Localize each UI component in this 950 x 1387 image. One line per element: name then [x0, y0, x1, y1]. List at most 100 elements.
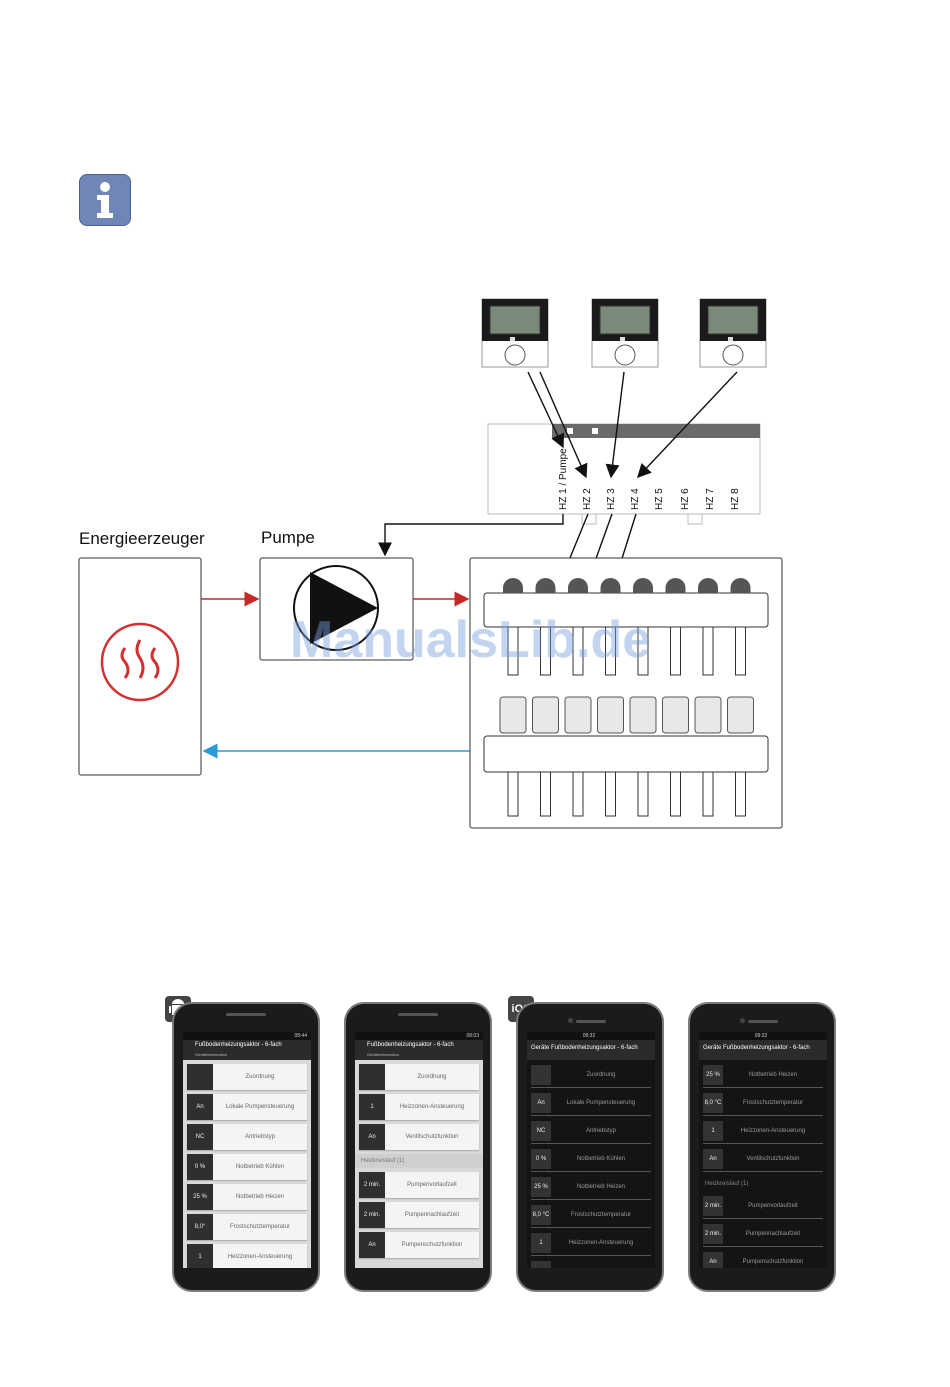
setting-value: 1: [359, 1094, 385, 1120]
settings-row[interactable]: 25 % Notbetrieb Heizen: [703, 1065, 823, 1088]
settings-row[interactable]: Zuordnung: [531, 1065, 651, 1088]
energy-generator-label: Energieerzeuger: [79, 529, 205, 548]
setting-label: Zuordnung: [417, 1074, 447, 1080]
setting-value: NC: [531, 1121, 551, 1141]
manifold-box: [469, 557, 783, 829]
settings-row[interactable]: 1 Heizzonen-Ansteuerung: [187, 1244, 307, 1268]
heat-wave-1: [120, 647, 130, 679]
setting-label: Frostschutztemperatur: [742, 1100, 804, 1106]
supply-outlet-6: [670, 626, 681, 676]
setting-value: 2 min.: [703, 1224, 723, 1244]
phone-screen: 09:32 Geräte Fußbodenheizungsaktor - 6-f…: [699, 1032, 827, 1268]
settings-row[interactable]: 2 min.Pumpennachlaufzeit: [703, 1224, 823, 1247]
section-header: Heizkreislauf (1): [705, 1181, 749, 1187]
screen-title-bar: Fußbodenheizungsaktor - 6-fach Geräteinf…: [183, 1040, 311, 1060]
valve-actuator-5: [629, 696, 657, 734]
setting-label: Pumpenschutzfunktion: [742, 1259, 804, 1265]
setting-value: 8,0°: [187, 1214, 213, 1240]
setting-value: 1: [703, 1121, 723, 1141]
setting-value: 8,0 °C: [703, 1093, 723, 1113]
status-time: 08:44: [183, 1032, 311, 1040]
channel-label-6: HZ 6: [680, 488, 691, 510]
settings-row[interactable]: 0 %Notbetrieb Kühlen: [187, 1154, 307, 1180]
setting-value: 25 %: [703, 1065, 723, 1085]
settings-row[interactable]: An Ventilschutzfunktion: [531, 1261, 651, 1268]
setting-label: Antriebstyp: [244, 1134, 275, 1140]
setting-label: Notbetrieb Kühlen: [576, 1156, 626, 1162]
supply-outlet-4: [605, 626, 616, 676]
settings-row[interactable]: Zuordnung: [187, 1064, 307, 1090]
setting-value: 1: [187, 1244, 213, 1268]
setting-value: 2 min.: [359, 1172, 385, 1198]
channel-label-2: HZ 2: [582, 488, 593, 510]
settings-row[interactable]: 8,0 °C Frostschutztemperatur: [703, 1093, 823, 1116]
setting-label: Pumpenvorlaufzeit: [748, 1203, 798, 1209]
setting-value: An: [531, 1261, 551, 1268]
screen-title-bar: Geräte Fußbodenheizungsaktor - 6-fach: [527, 1040, 655, 1060]
setting-label: Ventilschutzfunktion: [555, 1261, 647, 1268]
setting-label: Frostschutztemperatur: [570, 1212, 632, 1218]
setting-label: Notbetrieb Kühlen: [235, 1164, 285, 1170]
camera-dot: [568, 1018, 573, 1023]
settings-list: 25 % Notbetrieb Heizen 8,0 °C Frostschutzte…: [699, 1065, 827, 1172]
setting-value: [531, 1065, 551, 1085]
settings-row[interactable]: 25 %Notbetrieb Heizen: [187, 1184, 307, 1210]
wire-thermo3-hz4: [637, 371, 738, 479]
settings-row[interactable]: 2 min.Pumpenvorlaufzeit: [703, 1196, 823, 1219]
setting-label: Notbetrieb Heizen: [748, 1072, 798, 1078]
valve-actuator-8: [727, 696, 754, 734]
setting-label: Antriebstyp: [585, 1128, 616, 1134]
settings-row[interactable]: 8,0°Frostschutztemperatur: [187, 1214, 307, 1240]
valve-actuator-4: [597, 696, 624, 734]
settings-row[interactable]: NC Antriebstyp: [531, 1121, 651, 1144]
channel-label-7: HZ 7: [705, 488, 716, 510]
wire-actuator-pump: [378, 514, 564, 557]
wire-thermo2-hz3: [605, 371, 625, 479]
phone-screen: 08:44 Fußbodenheizungsaktor - 6-fach Ger…: [183, 1032, 311, 1268]
back-button[interactable]: Geräte: [531, 1045, 550, 1051]
status-time: 08:03: [355, 1032, 483, 1040]
settings-row[interactable]: 0 % Notbetrieb Kühlen: [531, 1149, 651, 1172]
flow-meter-8: [730, 578, 751, 593]
settings-row[interactable]: 2 min.Pumpenvorlaufzeit: [359, 1172, 479, 1198]
flow-meter-5: [633, 578, 653, 593]
setting-value: [187, 1064, 213, 1090]
setting-label: Ventilschutzfunktion: [405, 1134, 459, 1140]
status-time: 09:32: [699, 1032, 827, 1040]
settings-row[interactable]: Zuordnung: [359, 1064, 479, 1090]
settings-row[interactable]: 2 min.Pumpennachlaufzeit: [359, 1202, 479, 1228]
setting-label: Pumpennachlaufzeit: [404, 1212, 460, 1218]
return-outlet-4: [605, 771, 616, 817]
settings-row[interactable]: 25 %Notbetrieb Heizen: [531, 1177, 651, 1200]
setting-label: Heizzonen-Ansteuerung: [227, 1254, 293, 1260]
setting-value: An: [703, 1149, 723, 1169]
pump-box: [259, 557, 414, 661]
screen-subtitle: Geräteinformation: [195, 1052, 228, 1057]
channel-label-8: HZ 8: [730, 488, 741, 510]
phone-ios-1: 09:32 Geräte Fußbodenheizungsaktor - 6-f…: [516, 1002, 664, 1292]
back-button[interactable]: Geräte: [703, 1045, 722, 1051]
setting-value: An: [703, 1252, 723, 1268]
screen-title-bar: Fußbodenheizungsaktor - 6-fach Geräteinf…: [355, 1040, 483, 1060]
phone-screen: 08:03 Fußbodenheizungsaktor - 6-fach Ger…: [355, 1032, 483, 1268]
settings-row[interactable]: An Pumpenschutzfunktion: [703, 1252, 823, 1268]
wire-thermo1-hz2: [539, 371, 588, 479]
setting-label: Pumpenschutzfunktion: [401, 1242, 463, 1248]
setting-value: 0 %: [531, 1149, 551, 1169]
watermark-text: ManualsLib.de: [290, 611, 652, 669]
phone-speaker: [226, 1013, 266, 1016]
phone-android-1: 08:44 Fußbodenheizungsaktor - 6-fach Ger…: [172, 1002, 320, 1292]
